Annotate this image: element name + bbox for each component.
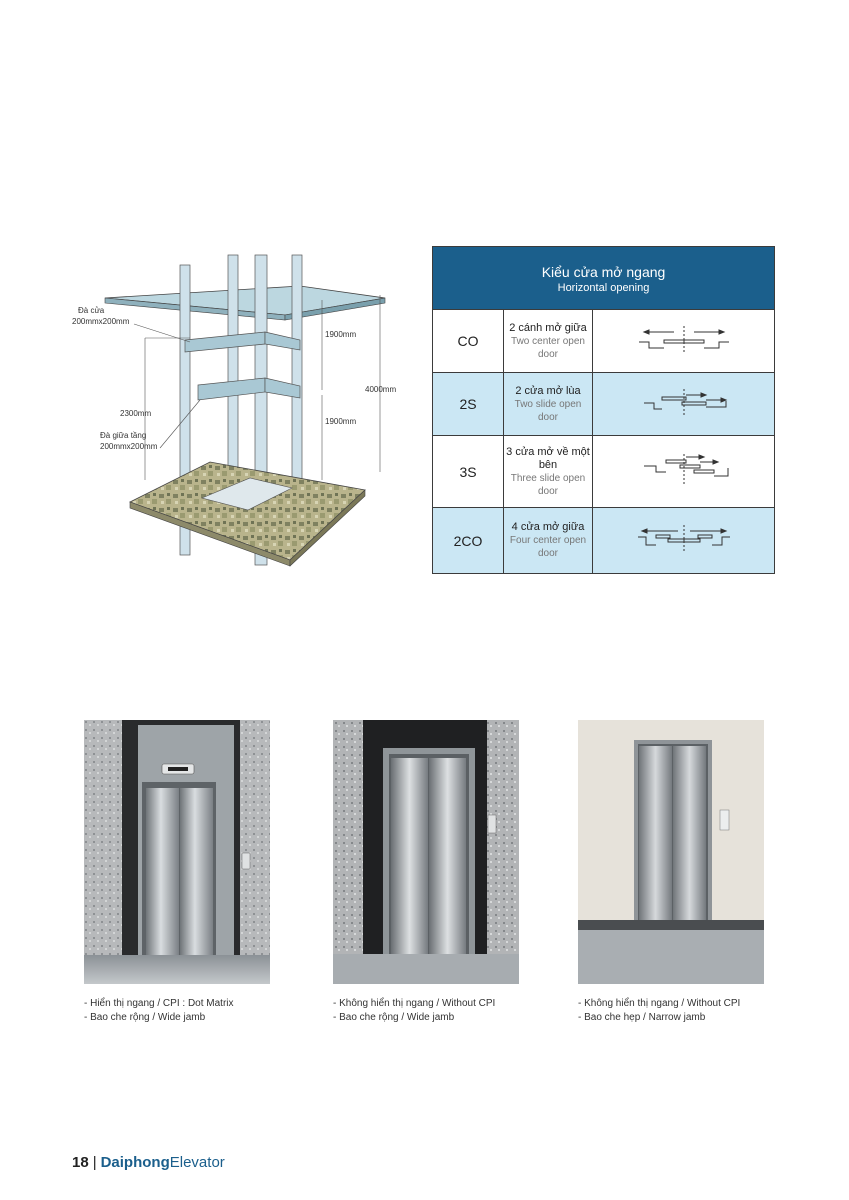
door-description: 2 cửa mở lùa Two slide open door xyxy=(503,372,593,436)
page-number: 18 xyxy=(72,1154,89,1171)
beam-top-size: 200mmx200mm xyxy=(72,317,130,326)
dim-lower: 1900mm xyxy=(325,417,356,426)
two-slide-open-icon xyxy=(592,372,775,436)
caption-line-2: - Bao che rộng / Wide jamb xyxy=(84,1012,206,1023)
table-row: 2S 2 cửa mở lùa Two slide open door xyxy=(432,372,775,436)
photo-caption: - Không hiển thị ngang / Without CPI - B… xyxy=(333,997,573,1025)
door-desc-en: Two center open door xyxy=(511,335,585,360)
elevator-photo-without-cpi-wide xyxy=(333,720,519,984)
brand-name-part2: Elevator xyxy=(169,1154,225,1171)
elevator-photo-without-cpi-narrow xyxy=(578,720,764,984)
top-slab xyxy=(104,285,386,316)
elevator-shaft-diagram: Đà cửa 200mmx200mm Đà giữa tầng 200mmx20… xyxy=(72,254,396,567)
table-header-vi: Kiểu cửa mở ngang xyxy=(541,264,666,280)
door-opening-table: Kiểu cửa mở ngang Horizontal opening CO … xyxy=(432,246,775,574)
door-desc-en: Three slide open door xyxy=(510,472,586,497)
door-desc-vi: 3 cửa mở về một bên xyxy=(506,445,590,471)
shaft-beams xyxy=(184,331,301,401)
table-row: 2CO 4 cửa mở giữa Four center open door xyxy=(432,507,775,574)
door-description: 4 cửa mở giữa Four center open door xyxy=(503,507,593,574)
caption-line-1: - Hiển thị ngang / CPI : Dot Matrix xyxy=(84,998,234,1009)
door-desc-en: Four center open door xyxy=(509,535,587,559)
table-header-en: Horizontal opening xyxy=(557,282,650,294)
caption-line-2: - Bao che hẹp / Narrow jamb xyxy=(578,1012,706,1023)
door-desc-vi: 2 cánh mở giữa xyxy=(509,321,587,334)
door-code: 2CO xyxy=(432,507,504,574)
caption-line-2: - Bao che rộng / Wide jamb xyxy=(333,1012,455,1023)
door-code: 3S xyxy=(432,435,504,508)
door-code: CO xyxy=(432,309,504,373)
four-center-open-icon xyxy=(592,507,775,574)
brand-name-part1: Daiphong xyxy=(100,1154,170,1171)
table-header: Kiểu cửa mở ngang Horizontal opening xyxy=(432,246,775,310)
three-slide-open-icon xyxy=(592,435,775,508)
table-row: 3S 3 cửa mở về một bên Three slide open … xyxy=(432,435,775,508)
two-center-open-icon xyxy=(592,309,775,373)
door-desc-vi: 2 cửa mở lùa xyxy=(515,384,581,397)
dim-total: 4000mm xyxy=(365,385,396,394)
dim-height: 2300mm xyxy=(120,409,151,418)
footer-separator: | xyxy=(92,1154,97,1171)
photo-caption: - Hiển thị ngang / CPI : Dot Matrix - Ba… xyxy=(84,997,324,1025)
door-desc-en: Two slide open door xyxy=(514,398,582,423)
beam-mid-size: 200mmx200mm xyxy=(100,442,158,451)
caption-line-1: - Không hiển thị ngang / Without CPI xyxy=(578,998,741,1009)
beam-top-label: Đà cửa xyxy=(78,306,105,315)
dim-upper: 1900mm xyxy=(325,330,356,339)
page-footer: 18|DaiphongElevator xyxy=(72,1154,225,1171)
door-description: 3 cửa mở về một bên Three slide open doo… xyxy=(503,435,593,508)
caption-line-1: - Không hiển thị ngang / Without CPI xyxy=(333,998,496,1009)
photo-caption: - Không hiển thị ngang / Without CPI - B… xyxy=(578,997,818,1025)
elevator-photo-dot-matrix xyxy=(84,720,270,984)
door-code: 2S xyxy=(432,372,504,436)
door-description: 2 cánh mở giữa Two center open door xyxy=(503,309,593,373)
door-desc-vi: 4 cửa mở giữa xyxy=(511,521,585,533)
table-row: CO 2 cánh mở giữa Two center open door xyxy=(432,309,775,373)
beam-mid-label: Đà giữa tầng xyxy=(100,431,146,440)
